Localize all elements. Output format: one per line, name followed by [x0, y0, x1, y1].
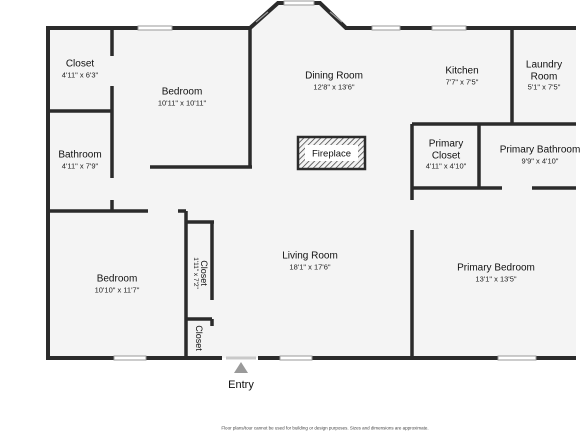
entry-marker: [226, 356, 256, 373]
room-name: Bedroom: [96, 273, 138, 285]
room-dimensions: 4'11" x 4'10": [425, 161, 467, 171]
interior-walls: [48, 28, 576, 358]
room-name: Dining Room: [305, 70, 363, 82]
entry-label: Entry: [228, 379, 254, 391]
room-dimensions: 9'9" x 4'10": [521, 155, 559, 165]
room-name: Living Room: [282, 250, 338, 262]
bedroom-top-label: Bedroom 10'11" x 10'11": [158, 86, 206, 107]
room-dimensions: 13'1" x 13'5": [475, 273, 517, 283]
closet-top-left-label: Closet 4'11" x 6'3": [62, 58, 98, 79]
primary-bedroom-label: Primary Bedroom 13'1" x 13'5": [457, 262, 535, 283]
windows: [113, 0, 537, 361]
room-dimensions: 12'8" x 13'6": [313, 81, 355, 91]
closet-middle-label: Closet 1'11" x 7'2": [191, 257, 209, 289]
primary-bathroom-label: Primary Bathroom 9'9" x 4'10": [500, 144, 580, 165]
living-room-label: Living Room 18'1" x 17'6": [282, 250, 338, 271]
room-name-line-2: Room: [530, 71, 558, 83]
room-name: Bedroom: [161, 86, 203, 98]
disclaimer-text: Floor plans/tour cannot be used for buil…: [221, 425, 429, 431]
room-name-line-1: Primary: [428, 138, 464, 150]
closet-small-label: Closet: [194, 325, 204, 351]
room-dimensions: 4'11" x 6'3": [61, 69, 99, 79]
bathroom-label: Bathroom 4'11" x 7'9": [58, 149, 101, 170]
room-name: Primary Bathroom: [499, 144, 580, 156]
room-dimensions: 1'11" x 7'2": [191, 257, 199, 289]
floor-area: [48, 3, 576, 358]
room-name: Closet: [194, 325, 205, 351]
room-dimensions: 5'1" x 7'5": [527, 82, 561, 92]
room-name: Kitchen: [445, 65, 479, 77]
fireplace: Fireplace: [296, 135, 367, 171]
fireplace-label: Fireplace: [312, 149, 351, 160]
dining-room-label: Dining Room 12'8" x 13'6": [305, 70, 363, 91]
room-name: Closet: [65, 58, 95, 70]
room-dimensions: 18'1" x 17'6": [289, 261, 331, 271]
room-dimensions: 10'10" x 11'7": [94, 284, 140, 294]
room-dimensions: 7'7" x 7'5": [445, 76, 479, 86]
laundry-room-label: Laundry Room 5'1" x 7'5": [526, 60, 562, 93]
room-name-line-2: Closet: [431, 150, 461, 162]
room-dimensions: 4'11" x 7'9": [61, 160, 99, 170]
kitchen-label: Kitchen 7'7" x 7'5": [445, 65, 478, 86]
room-name: Closet: [198, 260, 209, 286]
room-dimensions: 10'11" x 10'11": [157, 97, 207, 107]
room-name: Primary Bedroom: [457, 262, 535, 274]
room-name: Bathroom: [58, 149, 102, 161]
room-name-line-1: Laundry: [525, 59, 563, 71]
primary-closet-label: Primary Closet 4'11" x 4'10": [426, 139, 467, 172]
bay-windows: [255, 11, 343, 23]
bedroom-bottom-label: Bedroom 10'10" x 11'7": [95, 273, 140, 294]
